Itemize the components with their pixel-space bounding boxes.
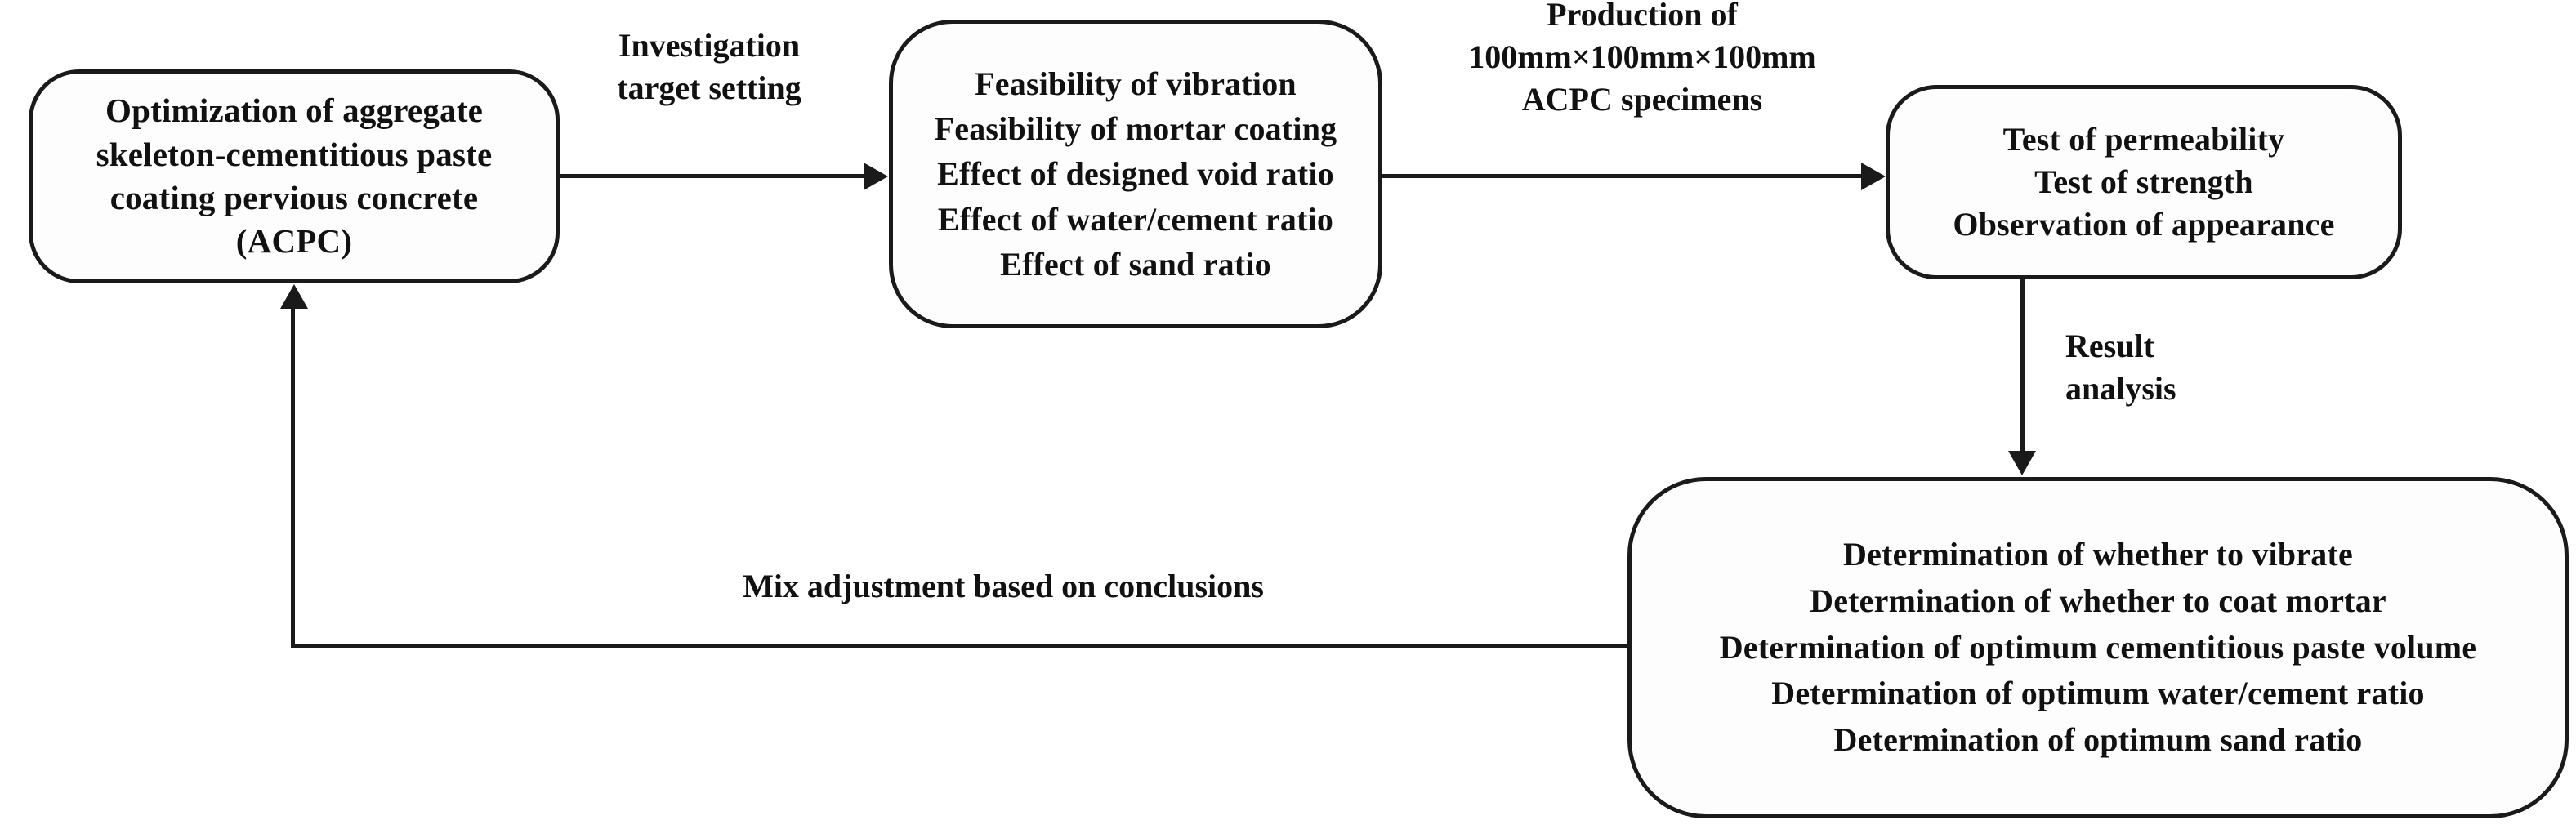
node-investigation-items-line-5: Effect of sand ratio xyxy=(1000,245,1271,283)
edge-label-result: Result analysis xyxy=(2065,325,2253,410)
node-determinations-line-3: Determination of optimum cementitious pa… xyxy=(1719,628,2477,666)
edge-label-investigation-line-1: Investigation xyxy=(618,27,801,64)
edge-investigation-arrowhead-icon xyxy=(864,163,888,190)
node-determinations[interactable]: Determination of whether to vibrate Dete… xyxy=(1627,477,2569,818)
node-acpc-line-4: (ACPC) xyxy=(235,222,353,261)
edge-label-production-line-1: Production of xyxy=(1547,0,1738,33)
node-tests-line-1: Test of permeability xyxy=(2002,121,2285,158)
edge-label-result-line-2: analysis xyxy=(2065,370,2176,407)
node-acpc-line-3: coating pervious concrete xyxy=(109,179,479,216)
node-investigation-items[interactable]: Feasibility of vibration Feasibility of … xyxy=(889,20,1382,328)
node-investigation-items-line-4: Effect of water/cement ratio xyxy=(937,200,1334,238)
edge-label-mix: Mix adjustment based on conclusions xyxy=(709,565,1297,608)
edge-result-line xyxy=(2020,279,2025,454)
edge-label-mix-line-1: Mix adjustment based on conclusions xyxy=(743,568,1264,604)
node-investigation-items-line-2: Feasibility of mortar coating xyxy=(934,110,1337,148)
node-acpc-line-1: Optimization of aggregate xyxy=(105,91,483,130)
edge-label-investigation-line-2: target setting xyxy=(617,69,801,106)
node-tests[interactable]: Test of permeability Test of strength Ob… xyxy=(1886,85,2402,279)
node-acpc[interactable]: Optimization of aggregate skeleton-cemen… xyxy=(29,69,560,283)
node-determinations-line-2: Determination of whether to coat mortar xyxy=(1810,582,2386,619)
edge-investigation-line xyxy=(560,174,865,178)
node-acpc-line-2: skeleton-cementitious paste xyxy=(96,135,493,173)
edge-mix-horizontal-line xyxy=(291,644,1631,648)
edge-production-arrowhead-icon xyxy=(1861,163,1886,190)
node-tests-line-3: Observation of appearance xyxy=(1953,206,2335,243)
node-investigation-items-line-3: Effect of designed void ratio xyxy=(937,155,1334,193)
edge-label-production-line-3: ACPC specimens xyxy=(1521,81,1763,118)
edge-result-arrowhead-icon xyxy=(2008,451,2036,475)
node-investigation-items-line-1: Feasibility of vibration xyxy=(975,65,1297,103)
node-determinations-line-4: Determination of optimum water/cement ra… xyxy=(1771,675,2425,712)
edge-label-production-line-2: 100mm×100mm×100mm xyxy=(1468,38,1816,75)
node-determinations-line-5: Determination of optimum sand ratio xyxy=(1833,721,2363,759)
edge-label-production: Production of 100mm×100mm×100mm ACPC spe… xyxy=(1438,0,1846,121)
edge-label-investigation: Investigation target setting xyxy=(587,25,832,109)
node-determinations-line-1: Determination of whether to vibrate xyxy=(1843,536,2353,573)
edge-production-line xyxy=(1382,174,1863,178)
edge-label-result-line-1: Result xyxy=(2065,328,2154,364)
edge-mix-vertical-line xyxy=(291,309,295,645)
edge-mix-arrowhead-icon xyxy=(280,284,308,309)
node-tests-line-2: Test of strength xyxy=(2034,163,2253,200)
